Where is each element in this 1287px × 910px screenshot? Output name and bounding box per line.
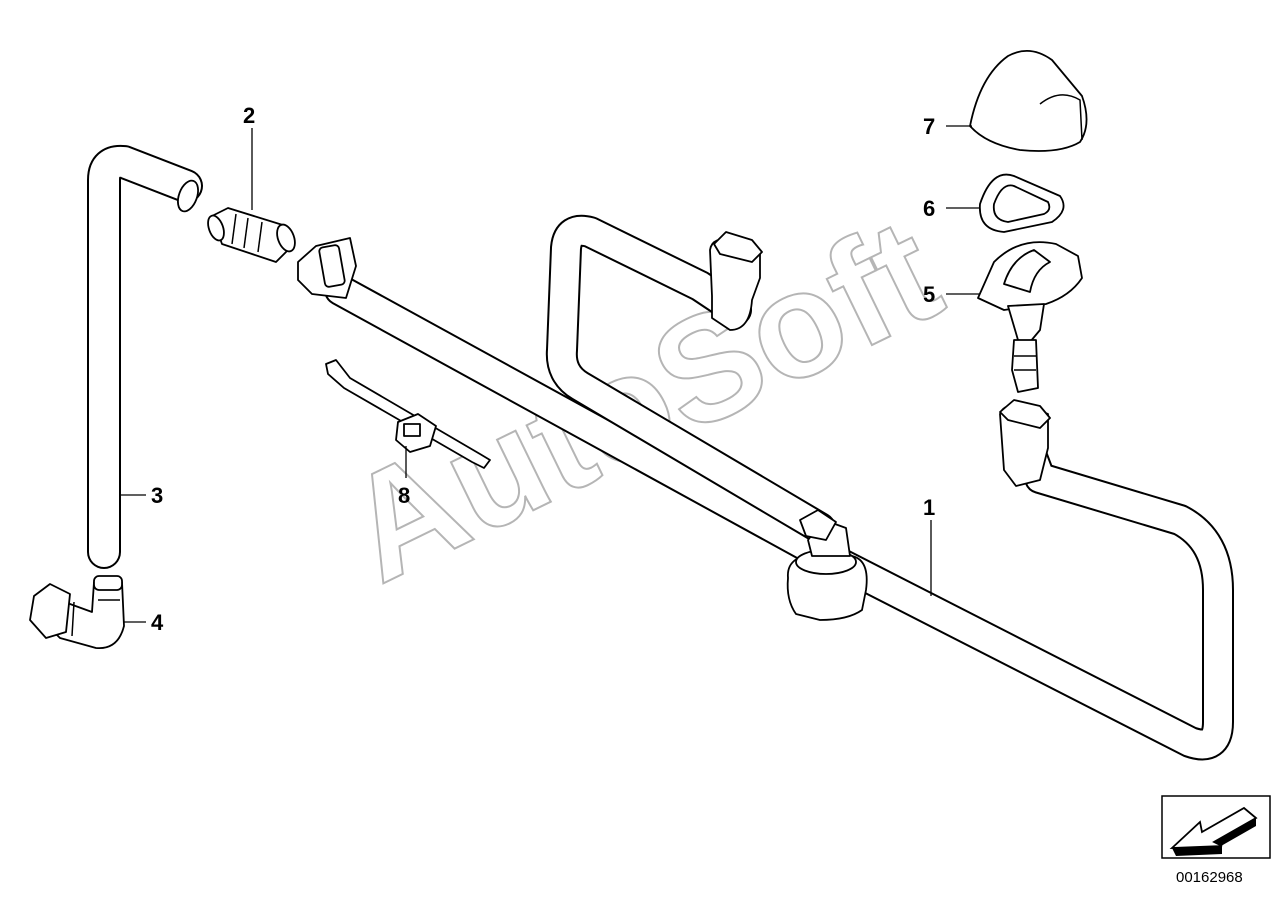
callout-3: 3 xyxy=(120,483,163,508)
callout-label-1: 1 xyxy=(923,495,935,520)
callout-6: 6 xyxy=(923,196,980,221)
callout-4: 4 xyxy=(124,610,164,635)
callout-8: 8 xyxy=(398,446,410,508)
part-4-elbow-connector xyxy=(29,575,125,649)
callout-label-2: 2 xyxy=(243,103,255,128)
part-7-cover-cap xyxy=(969,50,1088,152)
callout-label-7: 7 xyxy=(923,114,935,139)
arrow-down-left-icon xyxy=(1161,795,1271,859)
part-6-gasket xyxy=(979,173,1065,233)
part-3-hose xyxy=(87,144,203,569)
part-2-connector xyxy=(207,207,296,263)
document-number: 00162968 xyxy=(1176,869,1243,886)
part-1-hose-assembly xyxy=(297,214,1234,761)
part-8-cable-tie xyxy=(325,359,491,469)
callout-label-3: 3 xyxy=(151,483,163,508)
callout-label-5: 5 xyxy=(923,282,935,307)
part-5-nozzle xyxy=(977,241,1083,393)
callout-1: 1 xyxy=(923,495,935,596)
callout-label-4: 4 xyxy=(151,610,164,635)
callout-2: 2 xyxy=(243,103,255,210)
callout-label-8: 8 xyxy=(398,483,410,508)
callout-7: 7 xyxy=(923,114,972,139)
callout-label-6: 6 xyxy=(923,196,935,221)
callout-5: 5 xyxy=(923,282,980,307)
